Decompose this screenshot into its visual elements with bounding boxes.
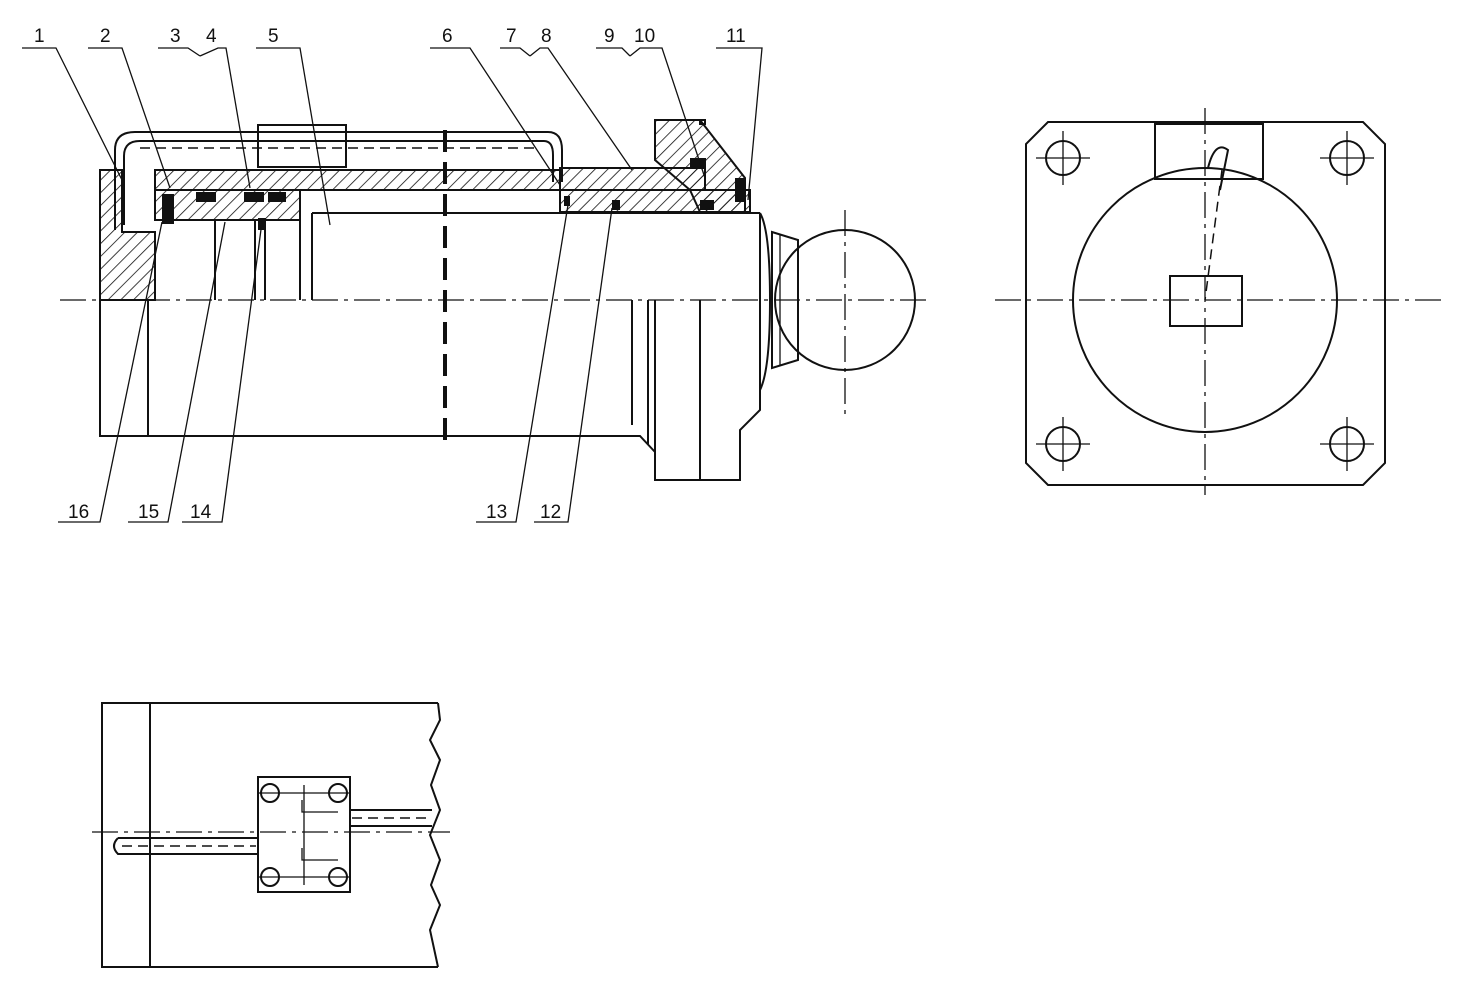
callout-15: 15 xyxy=(138,502,159,523)
square-flange-plate xyxy=(1025,121,1386,486)
oil-tube-inner xyxy=(123,140,554,225)
body-lower-outline xyxy=(99,300,656,453)
callout-5: 5 xyxy=(268,26,279,47)
callout-leaders xyxy=(22,47,763,523)
side-view xyxy=(995,108,1443,495)
port-block-plate xyxy=(257,776,351,893)
callout-9: 9 xyxy=(604,26,615,47)
oil-tube-outer xyxy=(114,131,563,230)
cylinder-wall xyxy=(154,169,561,191)
flange-lower-outline xyxy=(654,300,761,481)
callout-8: 8 xyxy=(541,26,552,47)
bolt-hole-bottom-left xyxy=(1036,417,1090,471)
callout-11: 11 xyxy=(726,26,746,47)
tube-boss xyxy=(257,124,347,168)
bolt-hole-top-right xyxy=(1320,131,1374,185)
callout-13: 13 xyxy=(486,502,507,523)
partial-top-view xyxy=(92,702,450,968)
rod-neck xyxy=(771,230,799,370)
oil-tube-upper xyxy=(350,809,432,827)
callout-7: 7 xyxy=(506,26,517,47)
oil-tube-lower-outer xyxy=(113,837,258,855)
callout-14: 14 xyxy=(190,502,212,523)
top-port-block xyxy=(1154,123,1264,180)
bolt-hole-bottom-right xyxy=(1320,417,1374,471)
callout-4: 4 xyxy=(206,26,217,47)
partial-view-outline xyxy=(101,702,438,968)
center-port xyxy=(1169,275,1243,327)
seal-16 xyxy=(162,194,174,224)
callout-16: 16 xyxy=(68,502,89,523)
callout-3: 3 xyxy=(170,26,181,47)
callout-1: 1 xyxy=(34,26,45,47)
partial-break-edge xyxy=(428,702,442,968)
callout-12: 12 xyxy=(540,502,561,523)
callout-2: 2 xyxy=(100,26,111,47)
front-section-view xyxy=(60,119,930,481)
callout-10: 10 xyxy=(634,26,655,47)
bolt-hole-top-left xyxy=(1036,131,1090,185)
left-end-cap xyxy=(99,169,156,301)
callout-6: 6 xyxy=(442,26,453,47)
